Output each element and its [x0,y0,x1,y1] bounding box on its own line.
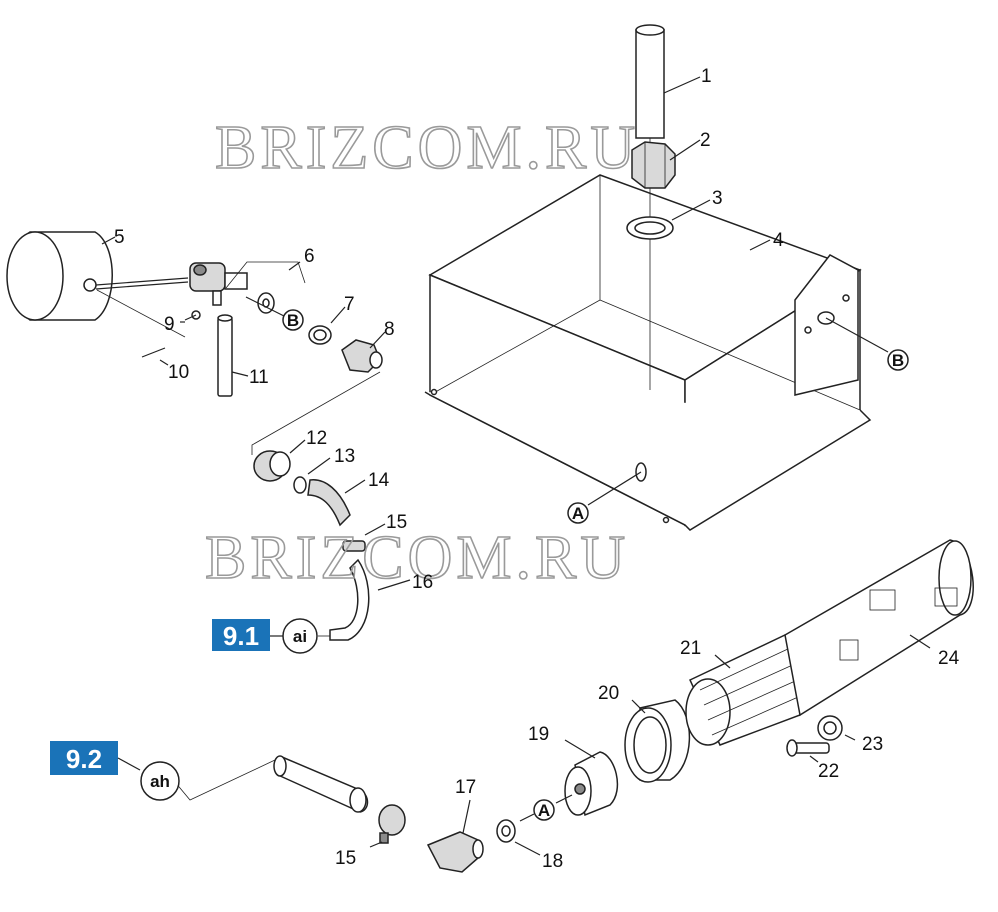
label-part-7: 7 [344,294,355,315]
label-part-22: 22 [818,761,839,782]
label-part-6: 6 [304,246,315,267]
part-labels: 1 2 3 4 5 6 7 8 9 10 11 12 13 14 15 16 1… [114,66,960,872]
svg-text:A: A [572,504,584,523]
label-part-9: 9 [164,314,175,335]
connector-9-2: 9.2 ah [50,741,180,801]
ref-b-tank: B [887,349,909,371]
label-part-10: 10 [168,362,189,383]
label-part-18: 18 [542,851,563,872]
hose-elbow [307,479,351,527]
valve-adapter [341,339,383,373]
filter-bolt [786,739,830,757]
tank [424,174,872,531]
tank-gasket [626,216,674,240]
label-part-14: 14 [368,470,390,491]
label-part-20: 20 [598,683,619,704]
valve-screw [184,310,201,321]
label-part-21: 21 [680,638,701,659]
suction-hose [329,558,370,641]
label-part-5: 5 [114,227,125,248]
watermark-middle: BRIZCOM.RU [205,524,629,592]
valve-tube [217,314,233,397]
ref-a-tank: A [567,502,589,524]
label-part-16: 16 [412,572,433,593]
ref-b-valve: B [282,309,304,331]
lower-hose-clamp [378,804,406,844]
filler-pipe [635,24,665,390]
filter-screen [784,539,974,717]
label-part-19: 19 [528,724,549,745]
filter-sleeve [685,634,811,746]
label-part-24: 24 [938,648,960,669]
float-ball [6,231,113,321]
label-part-15-upper: 15 [386,512,407,533]
connector-9-1-code: ai [293,627,307,646]
label-part-8: 8 [384,319,395,340]
filter-ring [624,699,691,783]
label-part-13: 13 [334,446,355,467]
hose-nut [253,450,291,482]
hose-clamp [342,540,366,552]
float-valve-body [189,262,248,306]
lower-hose [273,755,369,813]
label-part-23: 23 [862,734,883,755]
cotter-pin [141,347,166,358]
label-part-11: 11 [249,367,269,388]
label-part-4: 4 [773,230,784,251]
leader-lines [101,76,931,856]
watermark-top: BRIZCOM.RU [215,114,639,182]
label-part-1: 1 [701,66,712,87]
pipe-nut [631,141,676,189]
label-part-15-lower: 15 [335,848,356,869]
connector-9-2-badge: 9.2 [66,744,102,774]
connector-9-1-badge: 9.1 [223,621,259,651]
label-part-3: 3 [712,188,723,209]
float-arm [95,277,189,290]
filter-clip [817,715,843,741]
ref-a-filter: A [533,799,555,821]
label-part-2: 2 [700,130,711,151]
svg-text:A: A [538,801,550,820]
valve-seal-ring [308,325,332,345]
hose-o-ring [293,476,307,494]
label-part-17: 17 [455,777,476,798]
filter-cap [564,751,619,817]
label-part-12: 12 [306,428,327,449]
connector-9-2-code: ah [150,772,170,791]
elbow-fitting [426,831,484,873]
connector-9-1: 9.1 ai [212,618,318,654]
svg-text:B: B [287,311,299,330]
svg-text:B: B [892,351,904,370]
fitting-seal [496,819,516,843]
